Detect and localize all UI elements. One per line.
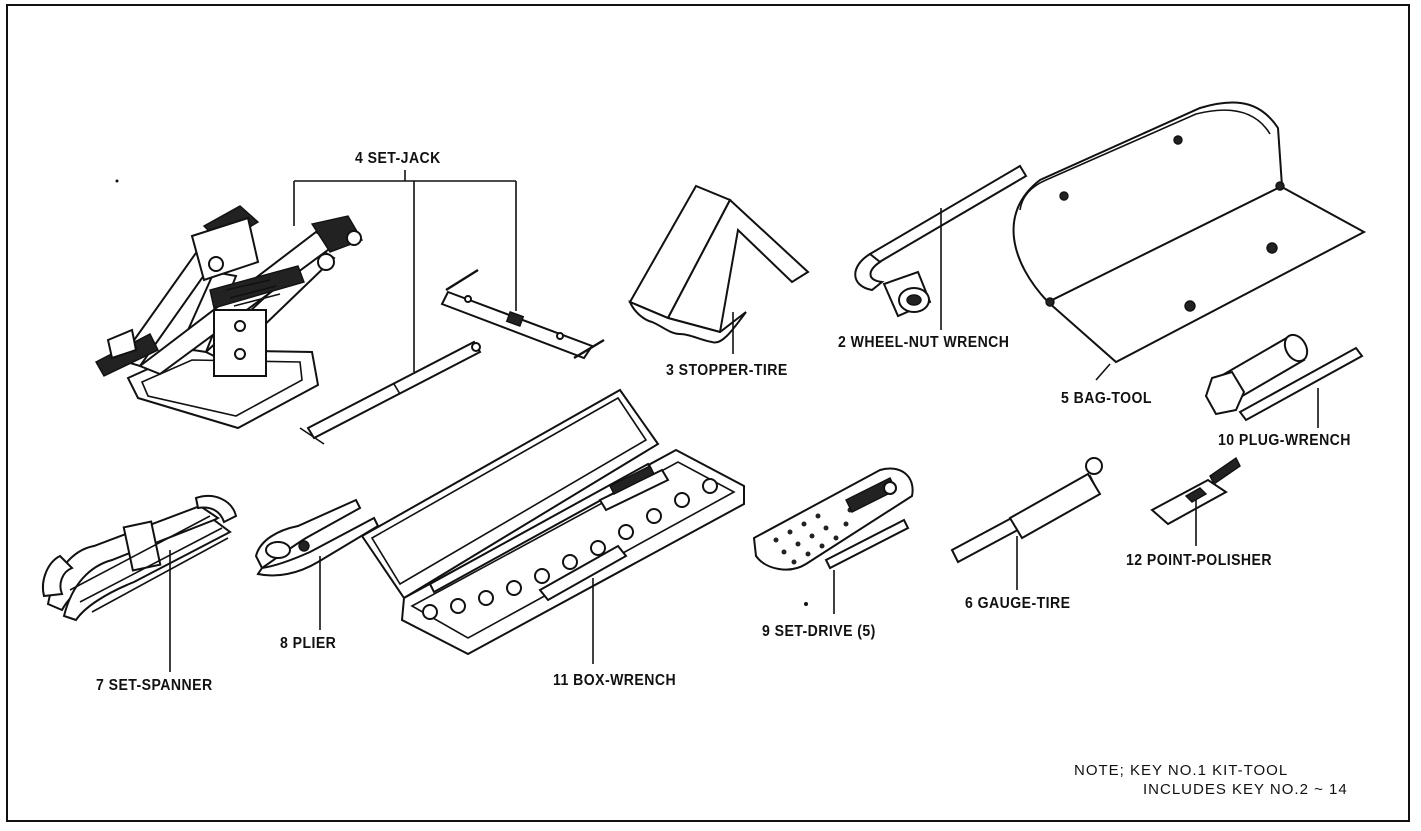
box-wrench-label: 11 BOX-WRENCH	[553, 672, 677, 689]
plug-wrench-label: 10 PLUG-WRENCH	[1218, 432, 1351, 449]
set-jack-leaders	[293, 170, 517, 372]
plier-label: 8 PLIER	[280, 635, 337, 652]
box-wrench-case	[360, 388, 745, 664]
bag-tool-label: 5 BAG-TOOL	[1061, 390, 1152, 407]
plug-wrench	[1204, 333, 1364, 428]
scissor-jack	[95, 205, 364, 430]
diagram-frame	[6, 4, 1410, 822]
gauge-tire	[950, 457, 1103, 590]
set-drive	[752, 467, 914, 614]
jack-crank	[440, 268, 605, 360]
note-line-2: INCLUDES KEY NO.2 ~ 14	[1143, 781, 1348, 798]
stopper-tire	[628, 184, 810, 354]
wheel-nut-wrench	[854, 164, 1028, 330]
note-line-1: NOTE; KEY NO.1 KIT-TOOL	[1074, 762, 1289, 779]
bag-tool	[1012, 101, 1367, 381]
set-spanner	[42, 495, 238, 672]
wheel-nut-wrench-label: 2 WHEEL-NUT WRENCH	[838, 334, 1010, 351]
gauge-tire-label: 6 GAUGE-TIRE	[965, 595, 1071, 612]
point-polisher	[1150, 456, 1241, 546]
plier	[254, 498, 380, 630]
jack-handle-rod	[299, 340, 482, 445]
point-polisher-label: 12 POINT-POLISHER	[1126, 552, 1272, 569]
set-jack-label: 4 SET-JACK	[355, 150, 441, 167]
stopper-tire-label: 3 STOPPER-TIRE	[666, 362, 788, 379]
set-spanner-label: 7 SET-SPANNER	[96, 677, 213, 694]
set-drive-label: 9 SET-DRIVE (5)	[762, 623, 876, 640]
